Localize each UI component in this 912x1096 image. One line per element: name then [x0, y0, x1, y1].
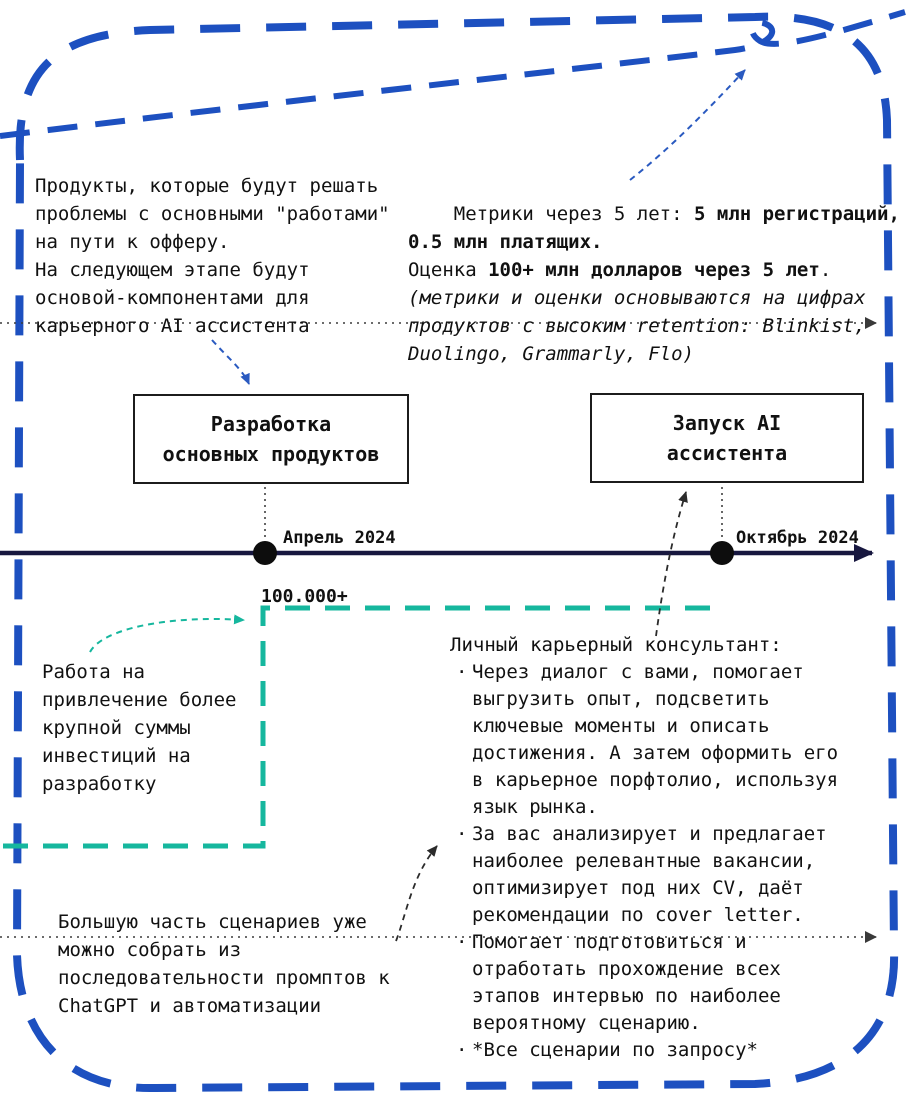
metrics-italic-note: (метрики и оценки основываются на цифрах…	[408, 287, 866, 365]
date-label-april-2024: Апрель 2024	[283, 528, 396, 548]
arrow-products-to-box	[211, 339, 250, 385]
note-metrics: Метрики через 5 лет: 5 млн регистраций, …	[408, 203, 900, 365]
teal-step-line	[0, 605, 710, 849]
consultant-bullet: Помогает подготовиться и отработать прох…	[450, 929, 892, 1037]
milestone-dot-october	[710, 541, 734, 565]
milestone-box-development: Разработка основных продуктов	[133, 394, 409, 484]
consultant-title: Личный карьерный консультант:	[450, 634, 782, 656]
metrics-bold-registrations: 5 млн регистраций, 0.5 млн платящих.	[408, 203, 900, 253]
arrow-metrics-to-top	[629, 69, 746, 181]
date-label-october-2024: Октябрь 2024	[736, 528, 859, 548]
metrics-bold-valuation: 100+ млн долларов через 5 лет	[488, 259, 820, 281]
milestone-box-ai-launch: Запуск AI ассистента	[590, 393, 864, 483]
milestone-dot-april	[253, 541, 277, 565]
sketch-line-top	[0, 9, 906, 139]
arrow-funding-to-corner	[89, 614, 245, 653]
consultant-bullet-list: Через диалог с вами, помогает выгрузить …	[450, 659, 892, 1064]
note-funding: Работа на привлечение более крупной сумм…	[42, 661, 237, 795]
users-count-label: 100.000+	[261, 586, 348, 607]
canvas-border-dashed	[12, 12, 899, 1093]
consultant-bullet: *Все сценарии по запросу*	[450, 1037, 892, 1064]
note-products: Продукты, которые будут решать проблемы …	[35, 175, 390, 337]
metrics-text: Метрики через 5 лет:	[453, 203, 694, 225]
arrow-scenarios-to-bullets	[395, 845, 438, 942]
consultant-bullet: За вас анализирует и предлагает наиболее…	[450, 821, 892, 929]
consultant-bullet: Через диалог с вами, помогает выгрузить …	[450, 659, 892, 821]
arrow-consultant-to-launch-box	[655, 491, 688, 637]
consultant-block: Личный карьерный консультант: Через диал…	[450, 632, 892, 1064]
note-scenarios: Большую часть сценариев уже можно собрат…	[58, 911, 390, 1017]
